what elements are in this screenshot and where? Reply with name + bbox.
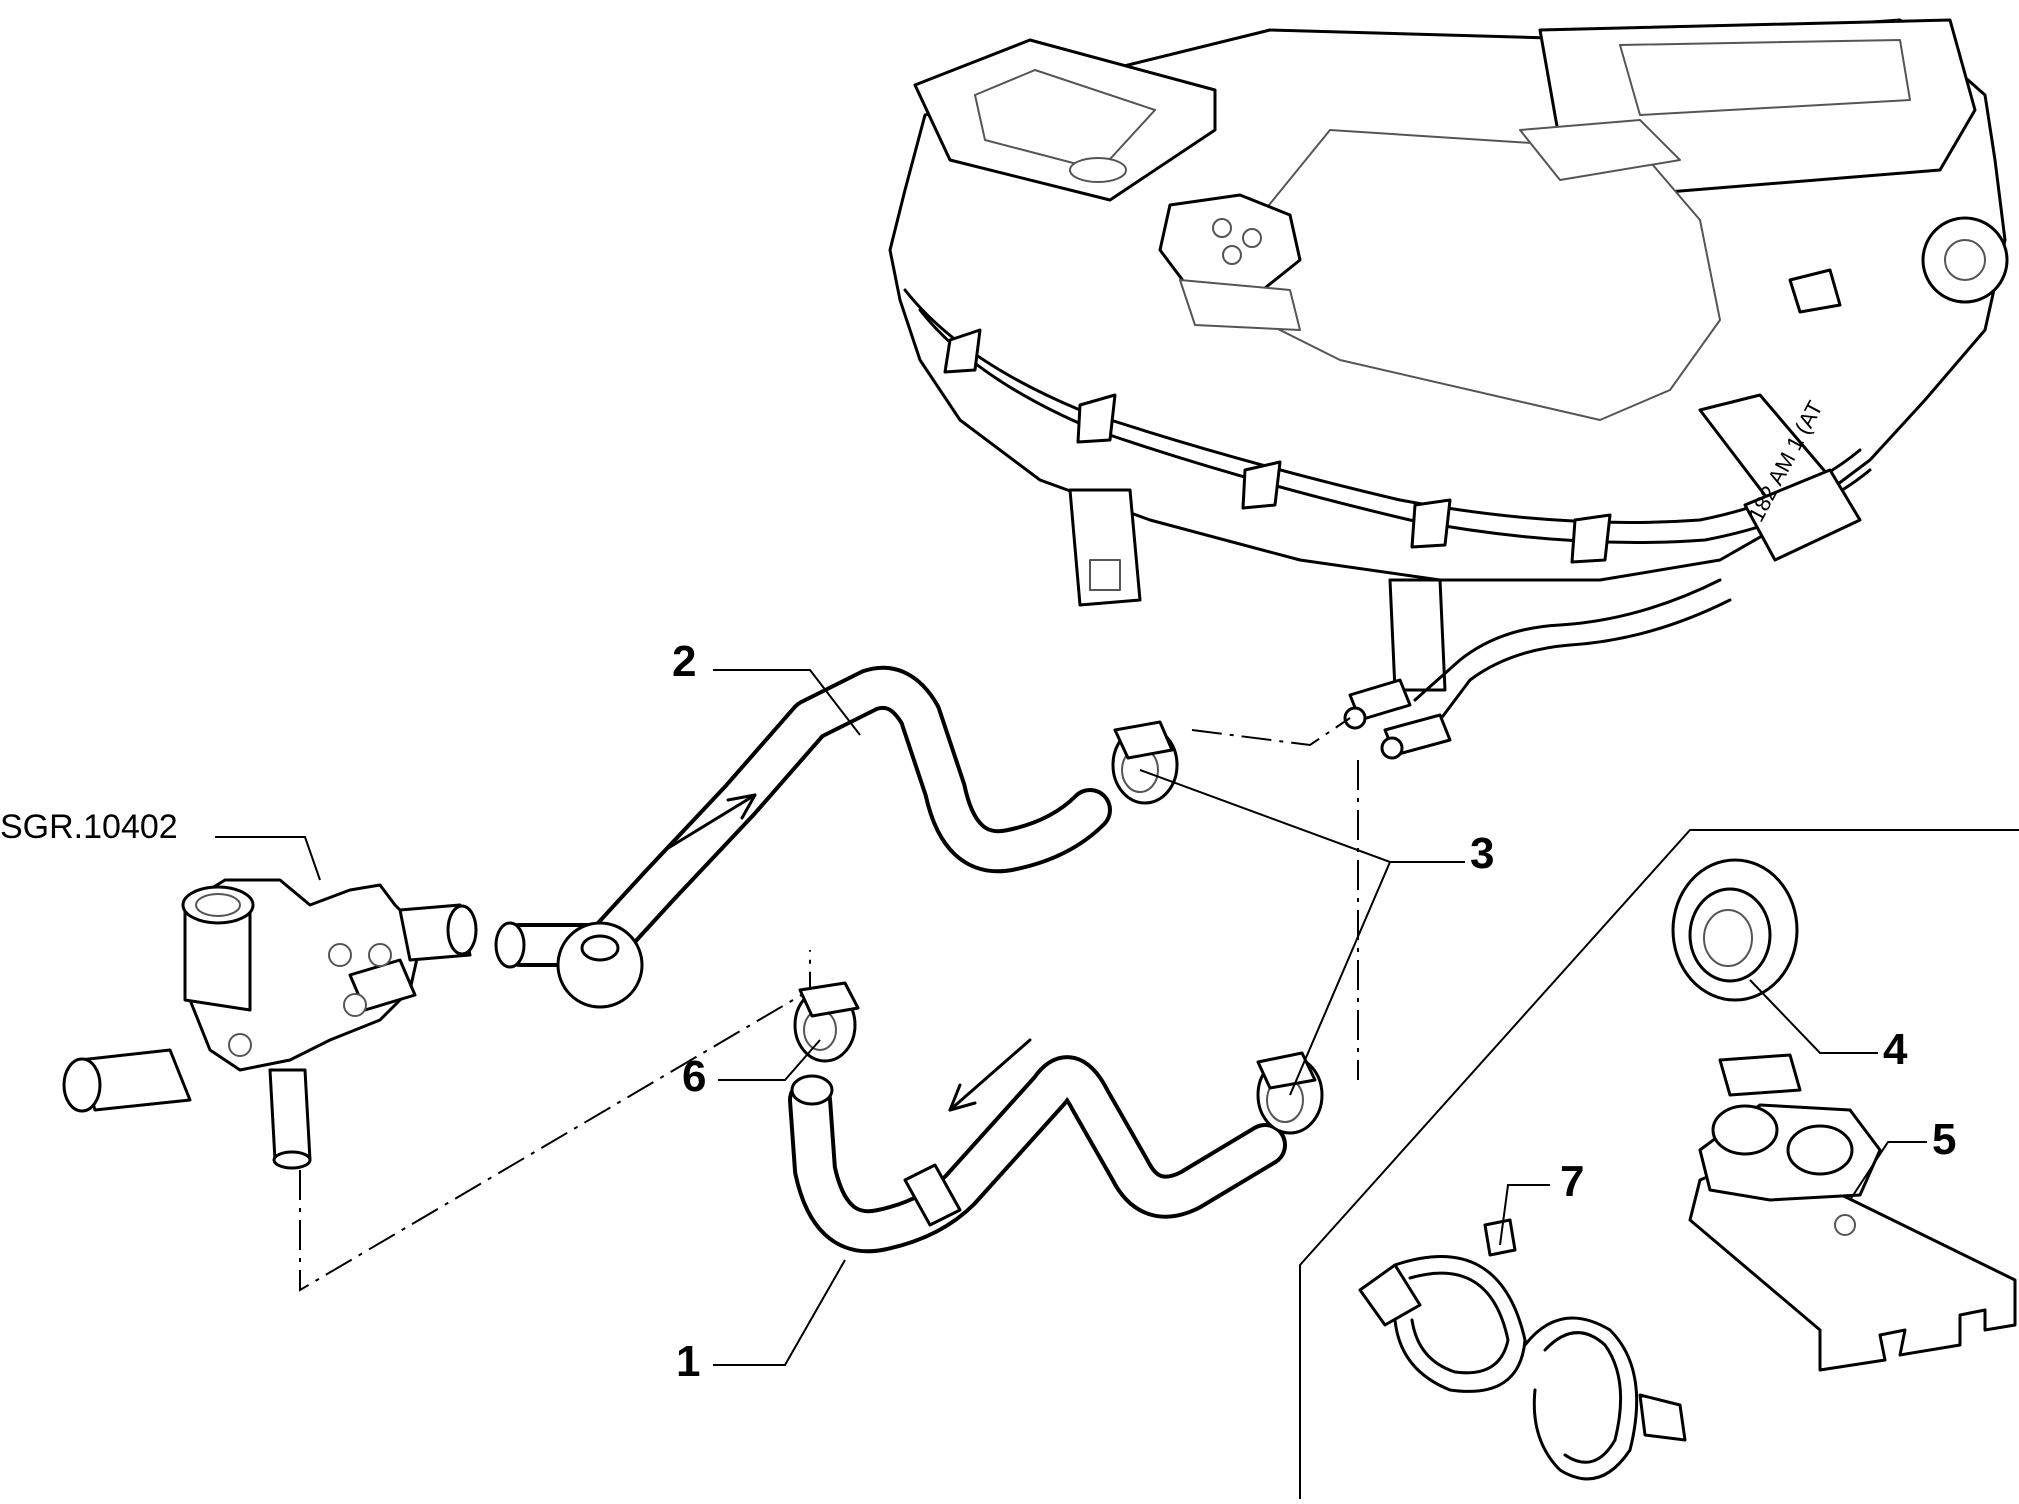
- reference-label: SGR.10402: [0, 808, 178, 846]
- flow-arrow-lower: [948, 1038, 1032, 1112]
- bracket: [1688, 1053, 2017, 1372]
- flow-arrow-upper: [663, 793, 757, 852]
- hose-upper: [494, 665, 1112, 1009]
- clamp-upper: [1111, 720, 1179, 805]
- callout-1: 1: [676, 1337, 701, 1386]
- callout-5: 5: [1932, 1115, 1957, 1164]
- connection-lines: [299, 717, 1359, 1292]
- heater-unit: [888, 18, 2009, 760]
- thermostat-housing: [62, 878, 478, 1170]
- hose-lower: [788, 1055, 1287, 1254]
- callout-6: 6: [682, 1052, 707, 1101]
- callout-4: 4: [1883, 1025, 1908, 1074]
- inset-frame: [1299, 829, 2019, 1499]
- grommet: [1671, 858, 1799, 1002]
- callout-7: 7: [1560, 1157, 1585, 1206]
- small-clamp: [793, 981, 860, 1063]
- clip: [1358, 1218, 1687, 1481]
- callout-3: 3: [1470, 829, 1495, 878]
- leader-lines: [215, 669, 1927, 1366]
- callout-2: 2: [672, 637, 697, 686]
